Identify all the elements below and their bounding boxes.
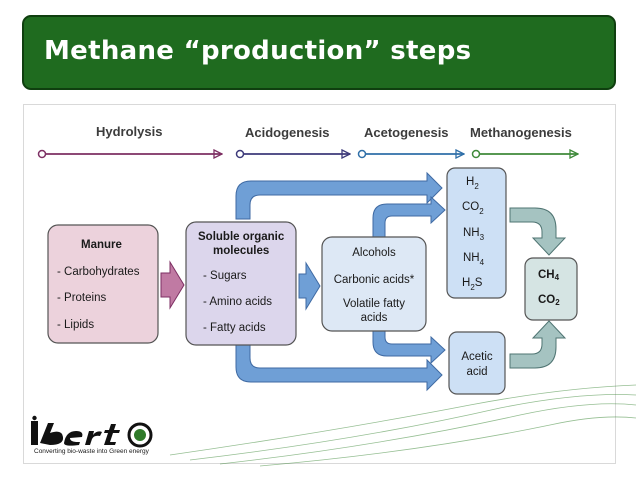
acids-volatile-fatty: Volatile fatty (343, 298, 405, 310)
phase-arrow-hydrolysis (37, 151, 223, 158)
gas-co2: CO2 (462, 201, 484, 216)
ibert-logo (31, 415, 153, 448)
soluble-item-fatty-acids: - Fatty acids (203, 322, 266, 334)
soluble-item-sugars: - Sugars (203, 270, 247, 282)
acetic-acid-box: Acetic acid (448, 331, 506, 395)
slide-title: Methane “production” steps (44, 36, 472, 66)
soluble-item-amino-acids: - Amino acids (203, 296, 272, 308)
acids-acids: acids (361, 312, 388, 324)
phase-arrow-acidogenesis (235, 151, 351, 158)
products-box: CH4 CO2 (524, 257, 578, 321)
manure-item-proteins: - Proteins (57, 292, 106, 304)
acetic-line1: Acetic (461, 351, 493, 363)
arrow-soluble-to-gases (235, 171, 443, 220)
manure-item-lipids: - Lipids (57, 319, 94, 331)
soluble-title-line2: molecules (213, 245, 269, 257)
manure-box: Manure - Carbohydrates - Proteins - Lipi… (47, 224, 159, 344)
logo-tagline: Converting bio-waste into Green energy (34, 448, 149, 455)
acids-box: Alcohols Carbonic acids* Volatile fatty … (321, 236, 427, 332)
gas-nh4: NH4 (463, 252, 485, 267)
arrow-soluble-to-acids (298, 261, 321, 311)
soluble-title-line1: Soluble organic (198, 231, 285, 243)
acids-alcohols: Alcohols (352, 247, 396, 259)
gases-box: H2 CO2 NH3 NH4 H2S (446, 167, 507, 299)
phase-arrow-acetogenesis (357, 151, 465, 158)
acids-carbonic: Carbonic acids* (334, 274, 415, 286)
product-ch4: CH4 (538, 269, 560, 282)
phase-label-acetogenesis: Acetogenesis (364, 125, 449, 140)
phase-arrow-methanogenesis (471, 151, 579, 158)
phase-label-methanogenesis: Methanogenesis (470, 125, 572, 140)
phase-label-acidogenesis: Acidogenesis (245, 125, 330, 140)
arrow-manure-to-soluble (160, 260, 185, 310)
phase-label-hydrolysis: Hydrolysis (96, 124, 162, 139)
title-banner: Methane “production” steps (22, 15, 616, 90)
decorative-swoosh (169, 384, 637, 467)
arrow-acids-to-acetic (372, 329, 446, 365)
manure-item-carbohydrates: - Carbohydrates (57, 266, 140, 278)
product-co2: CO2 (538, 294, 560, 307)
gas-nh3: NH3 (463, 227, 485, 242)
soluble-box: Soluble organic molecules - Sugars - Ami… (185, 221, 297, 346)
manure-title: Manure (81, 239, 122, 251)
arrow-soluble-to-acetic (235, 343, 443, 392)
arrow-acetic-to-products (509, 320, 567, 369)
gas-h2s: H2S (462, 277, 483, 292)
arrow-gases-to-products (509, 207, 567, 256)
gas-h2: H2 (466, 176, 479, 191)
acetic-line2: acid (466, 366, 487, 378)
arrow-acids-to-gases (372, 195, 446, 239)
